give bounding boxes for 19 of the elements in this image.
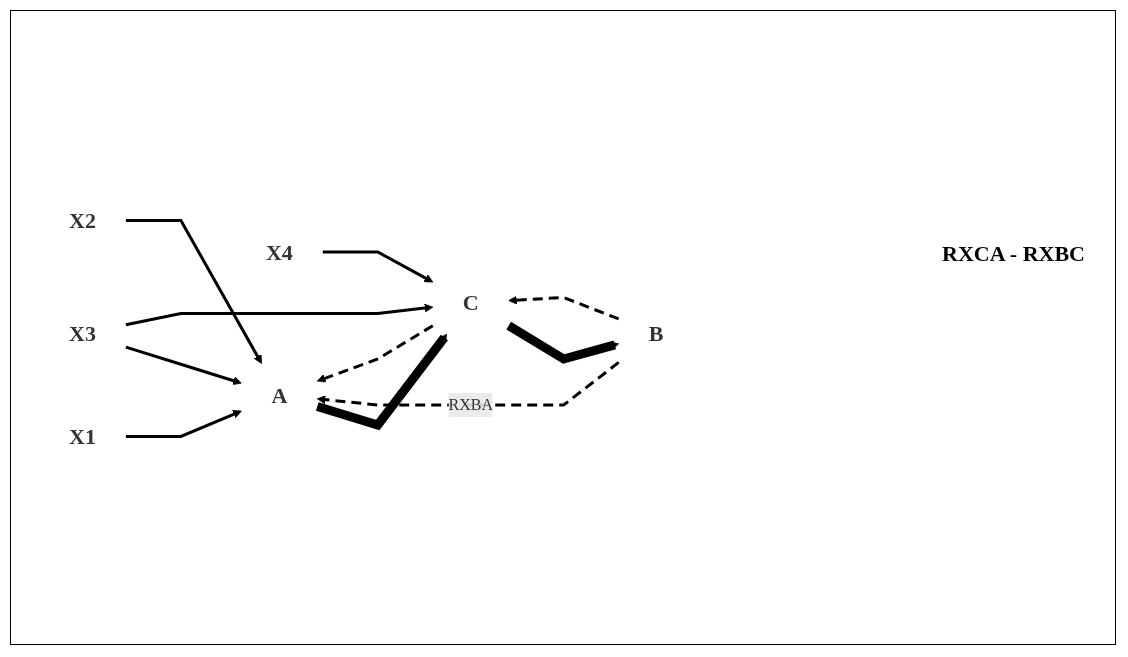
node-text: C: [462, 290, 479, 316]
note-label: RXCA - RXBC: [942, 241, 1085, 267]
node-text: A: [271, 382, 288, 408]
arrow: [125, 345, 242, 385]
node-text: X3: [69, 321, 96, 346]
arrow: [125, 303, 434, 327]
node-text: X4: [265, 239, 293, 265]
arrow: [316, 361, 620, 407]
arrow: [125, 410, 242, 438]
arrow: [316, 324, 434, 383]
arrow: [506, 321, 620, 364]
node-text: X2: [69, 208, 96, 233]
arrow: [508, 295, 620, 321]
arrow: [322, 250, 434, 283]
arrow: [315, 333, 448, 431]
edge-label: RXBA: [448, 396, 493, 413]
node-text: X1: [69, 424, 96, 449]
arrow: [125, 219, 262, 364]
node-text: B: [648, 321, 664, 346]
